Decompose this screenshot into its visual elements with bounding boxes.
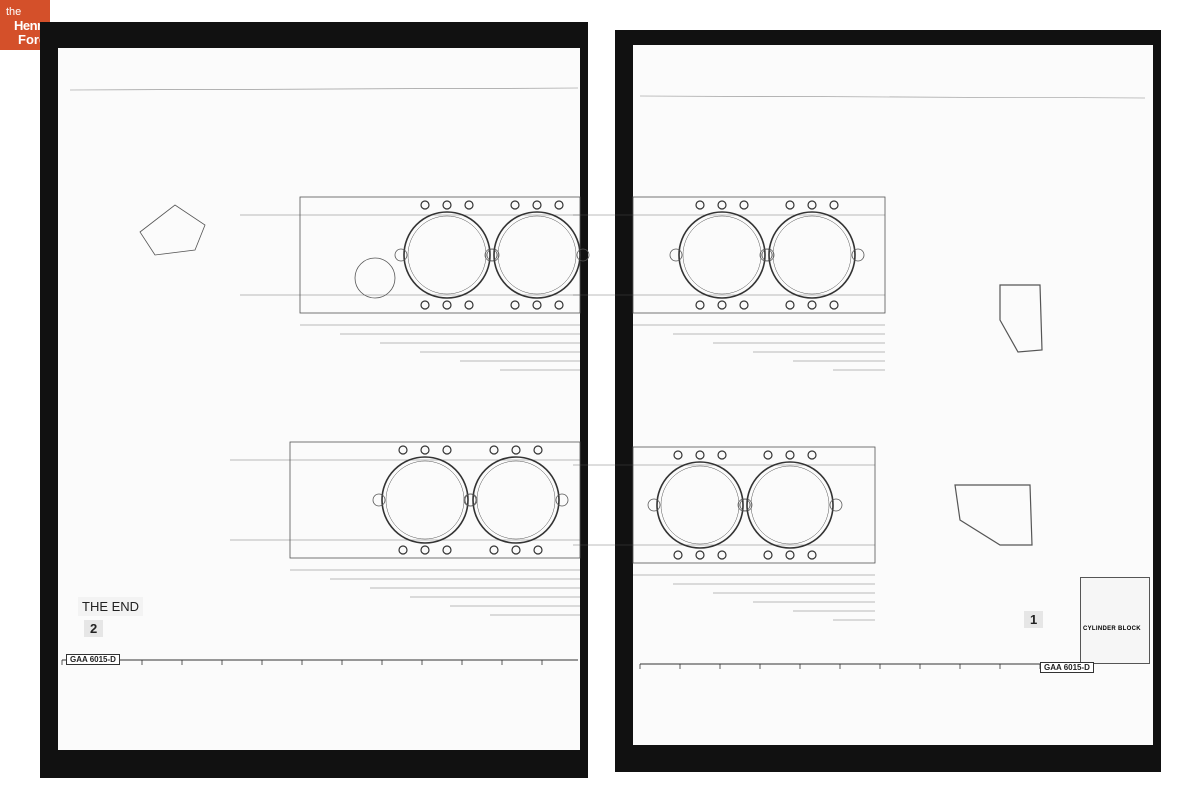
bolt-hole <box>510 300 520 310</box>
sheet-number-left: 2 <box>84 620 104 637</box>
cylinder-bore <box>746 461 834 549</box>
bolt-hole <box>695 200 705 210</box>
bore-inner-line <box>750 465 830 545</box>
water-passage <box>394 248 408 262</box>
bolt-hole <box>763 450 773 460</box>
bolt-hole <box>739 200 749 210</box>
bolt-hole <box>807 450 817 460</box>
water-passage <box>829 498 843 512</box>
bolt-hole <box>420 445 430 455</box>
water-passage <box>669 248 683 262</box>
bore-inner-line <box>660 465 740 545</box>
bolt-hole <box>739 300 749 310</box>
drawing-number-left: GAA 6015-D <box>66 654 120 665</box>
water-passage <box>647 498 661 512</box>
sheet-border <box>639 95 1146 99</box>
bolt-hole <box>785 450 795 460</box>
bore-inner-line <box>772 215 852 295</box>
bolt-hole <box>510 200 520 210</box>
bolt-hole <box>717 450 727 460</box>
bolt-hole <box>442 200 452 210</box>
water-passage <box>555 493 569 507</box>
bolt-hole <box>673 550 683 560</box>
bolt-hole <box>673 450 683 460</box>
bolt-hole <box>829 200 839 210</box>
bolt-hole <box>442 300 452 310</box>
section-view-b <box>999 284 1043 353</box>
bolt-hole <box>442 545 452 555</box>
bore-inner-line <box>385 460 465 540</box>
bolt-hole <box>464 200 474 210</box>
bolt-hole <box>489 445 499 455</box>
bolt-hole <box>532 300 542 310</box>
bore-inner-line <box>497 215 577 295</box>
bolt-hole <box>807 200 817 210</box>
block-outline <box>632 196 886 314</box>
bore-inner-line <box>682 215 762 295</box>
bore-inner-line <box>476 460 556 540</box>
bolt-hole <box>420 545 430 555</box>
bolt-hole <box>695 550 705 560</box>
section-view-c <box>954 484 1033 546</box>
bolt-hole <box>763 550 773 560</box>
bolt-hole <box>398 445 408 455</box>
bolt-hole <box>420 300 430 310</box>
logo-text-ford: Ford <box>18 32 47 47</box>
bolt-hole <box>785 300 795 310</box>
water-passage <box>464 493 478 507</box>
water-passage <box>372 493 386 507</box>
the-end-label: THE END <box>78 597 144 616</box>
bolt-hole <box>511 545 521 555</box>
cylinder-bore <box>403 211 491 299</box>
drawing-number-right: GAA 6015-D <box>1040 662 1094 673</box>
logo-text-the: the <box>6 6 22 18</box>
bolt-hole <box>785 200 795 210</box>
bolt-hole <box>464 300 474 310</box>
bolt-hole <box>554 200 564 210</box>
bolt-hole <box>489 545 499 555</box>
cylinder-bore <box>381 456 469 544</box>
water-passage <box>463 493 477 507</box>
bore-inner-line <box>407 215 487 295</box>
bolt-hole <box>717 300 727 310</box>
bolt-hole <box>511 445 521 455</box>
block-outline <box>299 196 581 314</box>
block-outline <box>289 441 581 559</box>
cylinder-bore <box>768 211 856 299</box>
water-passage <box>737 498 751 512</box>
sheet-border <box>69 87 579 91</box>
bolt-hole <box>807 300 817 310</box>
bolt-hole <box>785 550 795 560</box>
bolt-hole <box>695 450 705 460</box>
cylinder-bore <box>656 461 744 549</box>
bolt-hole <box>717 200 727 210</box>
cylinder-bore <box>472 456 560 544</box>
bolt-hole <box>398 545 408 555</box>
water-passage <box>759 248 773 262</box>
bolt-hole <box>533 545 543 555</box>
block-outline <box>632 446 876 564</box>
bolt-hole <box>442 445 452 455</box>
bolt-hole <box>807 550 817 560</box>
bolt-hole <box>554 300 564 310</box>
bolt-hole <box>420 200 430 210</box>
core-hole <box>354 257 396 299</box>
water-passage <box>484 248 498 262</box>
bolt-hole <box>829 300 839 310</box>
drawing-sheet-left <box>58 48 580 750</box>
sheet-number-right: 1 <box>1024 611 1044 628</box>
title-block: CYLINDER BLOCK <box>1080 577 1150 664</box>
bolt-hole <box>717 550 727 560</box>
drawing-title: CYLINDER BLOCK <box>1083 626 1141 632</box>
section-view-a <box>139 204 206 256</box>
bolt-hole <box>532 200 542 210</box>
cylinder-bore <box>678 211 766 299</box>
cylinder-bore <box>493 211 581 299</box>
drawing-sheet-right <box>633 45 1153 745</box>
bolt-hole <box>533 445 543 455</box>
bolt-hole <box>695 300 705 310</box>
water-passage <box>576 248 590 262</box>
water-passage <box>851 248 865 262</box>
